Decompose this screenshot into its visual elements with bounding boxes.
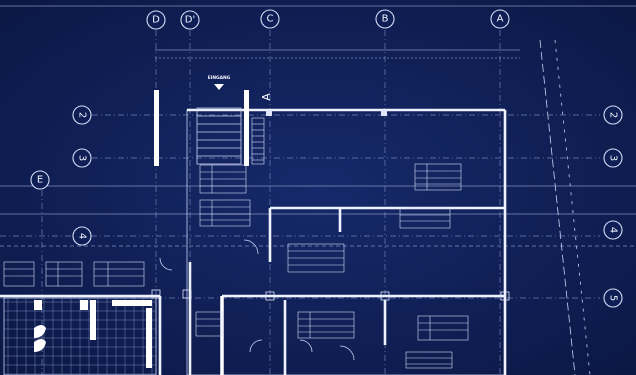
row-bubbles-right: 2 3 4 5: [603, 105, 623, 308]
row-bubbles-left: 2 3 4: [72, 105, 92, 246]
entrance-label: EINGANG: [208, 75, 231, 81]
column-bubble-c: C: [260, 9, 280, 29]
entrance: EINGANG: [154, 75, 265, 166]
svg-text:2: 2: [77, 112, 88, 118]
column-bubble-a: A: [490, 9, 510, 29]
column-bubble-d-prime: D': [180, 10, 200, 30]
row-bubble-4-right: 4: [603, 220, 623, 240]
row-bubble-4-left: 4: [72, 226, 92, 246]
column-bubble-b: B: [375, 9, 395, 29]
svg-text:D': D': [185, 15, 195, 26]
room-table-t2: [199, 199, 251, 227]
grid-bubble-e: E: [30, 170, 50, 190]
svg-text:E: E: [37, 175, 43, 186]
row-bubble-2-left: 2: [72, 105, 92, 125]
room-tables: [3, 163, 469, 369]
svg-text:4: 4: [77, 233, 88, 239]
entrance-pillar-left: [154, 90, 159, 166]
svg-text:D: D: [152, 15, 160, 26]
room-table-t12: [405, 351, 453, 369]
doors: [159, 239, 355, 361]
top-dimension-lines: [0, 5, 636, 59]
tiled-area: [3, 297, 157, 375]
entrance-stairs: [196, 107, 242, 165]
entrance-pillar-right: [244, 90, 249, 166]
svg-text:5: 5: [608, 295, 619, 301]
entrance-arrow: [214, 84, 224, 90]
room-table-t1: [199, 164, 247, 194]
svg-text:A: A: [497, 14, 504, 25]
column-bubble-d: D: [146, 10, 166, 30]
room-table-t7: [45, 261, 83, 287]
walls: [0, 108, 507, 375]
svg-text:3: 3: [608, 155, 619, 161]
room-table-t6: [3, 261, 35, 287]
row-bubble-5-right: 5: [603, 288, 623, 308]
stair-hatch: [251, 117, 265, 165]
room-table-t5: [287, 243, 345, 273]
svg-text:B: B: [382, 14, 389, 25]
room-table-t11: [417, 315, 469, 341]
row-bubble-3-left: 3: [72, 148, 92, 168]
svg-text:4: 4: [608, 227, 619, 233]
room-table-t3: [414, 163, 462, 191]
section-marker: A: [260, 93, 273, 101]
room-table-t10: [297, 311, 355, 339]
room-table-t8: [93, 261, 145, 287]
row-bubble-3-right: 3: [603, 148, 623, 168]
row-bubble-2-right: 2: [603, 105, 623, 125]
svg-text:2: 2: [608, 112, 619, 118]
room-table-t4: [399, 207, 451, 229]
column-grid-lines: [41, 30, 591, 375]
column-bubbles: D D' C B A: [146, 9, 510, 30]
svg-text:3: 3: [77, 155, 88, 161]
room-table-t9: [195, 311, 223, 337]
svg-text:C: C: [267, 14, 274, 25]
structural-columns: [151, 110, 510, 301]
